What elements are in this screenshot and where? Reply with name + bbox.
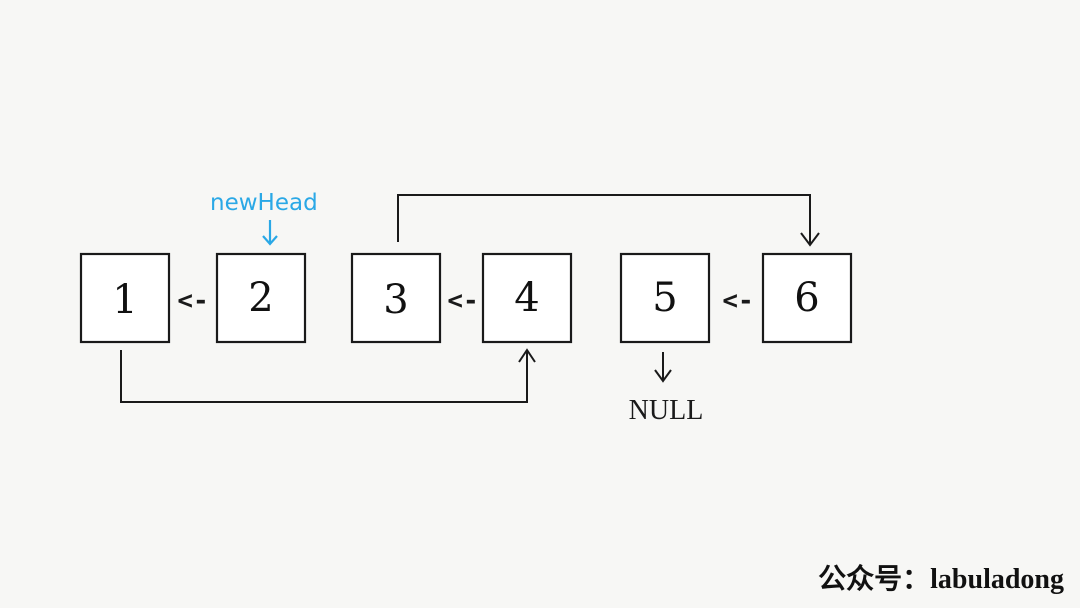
arrowhead-up-icon [518, 348, 536, 363]
node-label: 6 [794, 275, 819, 321]
node-6 [761, 252, 853, 344]
node-label: 5 [652, 275, 677, 321]
node-5 [619, 252, 711, 344]
node-3 [350, 252, 442, 344]
node-label: 1 [112, 277, 137, 323]
node-2 [215, 252, 307, 344]
new-head-label: newHead [210, 190, 318, 216]
connector-3-to-6 [397, 194, 811, 244]
new-head-arrowhead-icon [262, 235, 278, 246]
connector-1-to-4 [120, 350, 528, 403]
node-label: 3 [383, 277, 408, 323]
null-label: NULL [629, 395, 704, 426]
node-4 [481, 252, 573, 344]
pointer-2-to-1: <- [177, 286, 208, 316]
pointer-4-to-3: <- [447, 286, 478, 316]
watermark: 公众号：labuladong [818, 563, 1064, 595]
null-arrowhead-icon [654, 369, 672, 383]
arrowhead-down-icon [800, 232, 820, 247]
node-label: 2 [248, 275, 273, 321]
node-1 [79, 252, 171, 344]
pointer-6-to-5: <- [722, 286, 753, 316]
node-label: 4 [514, 275, 539, 321]
